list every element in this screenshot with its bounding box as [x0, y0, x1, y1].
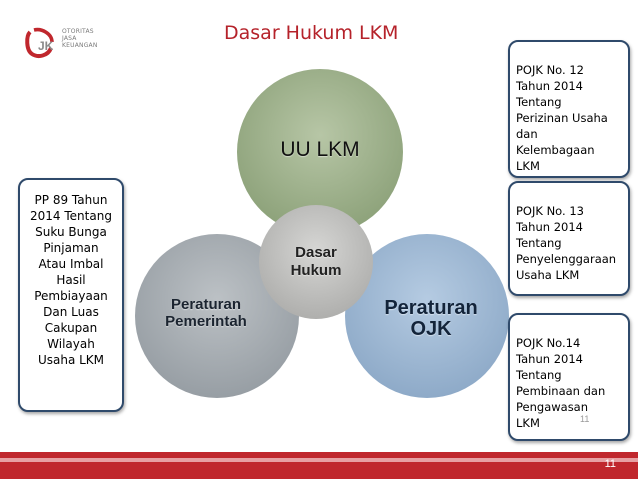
footer-stripe	[0, 458, 638, 462]
svg-text:JK: JK	[38, 39, 54, 53]
pojk-13-box: POJK No. 13 Tahun 2014 Tentang Penyeleng…	[508, 181, 630, 296]
circle-uu-lkm	[237, 69, 403, 235]
circle-peraturan-ojk	[345, 234, 509, 398]
label-uu-lkm: UU LKM	[280, 138, 360, 161]
ojk-logo: JK	[25, 27, 54, 58]
label-peraturan-ojk: Peraturan OJK	[384, 297, 478, 340]
circle-dasar-hukum	[259, 205, 373, 319]
pojk-12-box: POJK No. 12 Tahun 2014 Tentang Perizinan…	[508, 40, 630, 178]
slide-title: Dasar Hukum LKM	[224, 22, 399, 44]
footer-page-number: 11	[604, 458, 616, 470]
label-peraturan-pemerintah: Peraturan Pemerintah	[165, 296, 247, 330]
logo-text: OTORITAS JASA KEUANGAN	[62, 28, 98, 49]
footer-bar	[0, 452, 638, 479]
pp-box-text: PP 89 Tahun 2014 Tentang Suku Bunga Pinj…	[30, 193, 112, 367]
pojk-13-text: POJK No. 13 Tahun 2014 Tentang Penyeleng…	[516, 204, 617, 282]
pojk-12-text: POJK No. 12 Tahun 2014 Tentang Perizinan…	[516, 63, 608, 173]
circle-peraturan-pemerintah	[135, 234, 299, 398]
pojk-14-box: POJK No.14 Tahun 2014 Tentang Pembinaan …	[508, 313, 630, 441]
label-dasar-hukum: Dasar Hukum	[290, 244, 342, 279]
pp-box: PP 89 Tahun 2014 Tentang Suku Bunga Pinj…	[18, 178, 124, 412]
inner-page-number: 11	[580, 414, 590, 424]
pojk-14-text: POJK No.14 Tahun 2014 Tentang Pembinaan …	[516, 336, 606, 430]
